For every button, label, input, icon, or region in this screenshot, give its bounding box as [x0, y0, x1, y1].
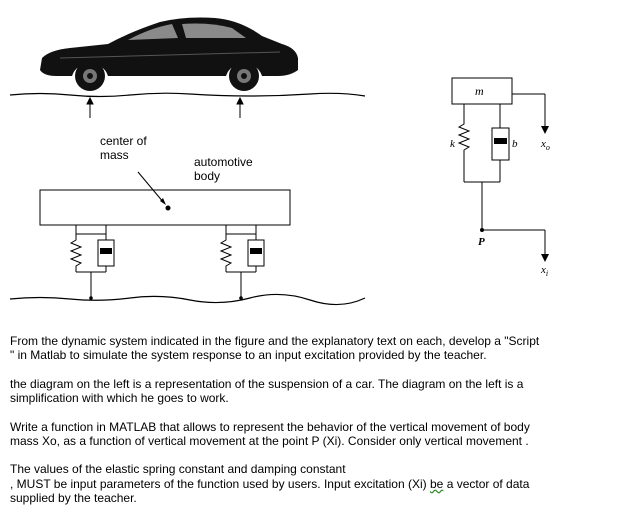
paragraph-3: Write a function in MATLAB that allows t…	[10, 419, 530, 449]
output-label: xo	[541, 138, 550, 153]
quarter-car-diagram	[451, 77, 549, 262]
grammar-flag: be	[430, 476, 444, 491]
input-subscript: i	[545, 269, 549, 279]
left-suspension-diagram	[9, 171, 366, 306]
mass-label: m	[475, 84, 484, 98]
paragraph-1: From the dynamic system indicated in the…	[10, 334, 540, 363]
center-of-mass-label: center of mass	[100, 134, 147, 162]
mass-block	[451, 77, 513, 105]
xi-arrow	[482, 229, 549, 262]
paragraph-4: The values of the elastic spring constan…	[10, 462, 530, 506]
paragraph-2: the diagram on the left is a representat…	[10, 376, 524, 406]
car-illustration	[40, 17, 298, 91]
xo-arrow	[512, 93, 549, 134]
input-label: xi	[541, 264, 549, 279]
automotive-body-block	[39, 189, 291, 226]
automotive-body-label: automotive body	[194, 155, 253, 183]
spring-k	[457, 112, 471, 182]
wheel-input-arrows	[86, 96, 244, 118]
output-subscript: o	[545, 143, 550, 153]
suspension-unit-rear	[219, 225, 265, 300]
suspension-figure	[9, 17, 549, 306]
instructions-text: From the dynamic system indicated in the…	[10, 334, 610, 506]
damper-b	[491, 112, 510, 182]
road-profile-top	[9, 92, 366, 98]
damper-label: b	[512, 138, 518, 150]
center-of-mass-dot	[165, 205, 171, 211]
suspension-unit-front	[69, 225, 115, 300]
road-profile-bottom	[9, 293, 366, 306]
point-p-label: P	[478, 236, 485, 248]
spring-label: k	[450, 138, 455, 150]
